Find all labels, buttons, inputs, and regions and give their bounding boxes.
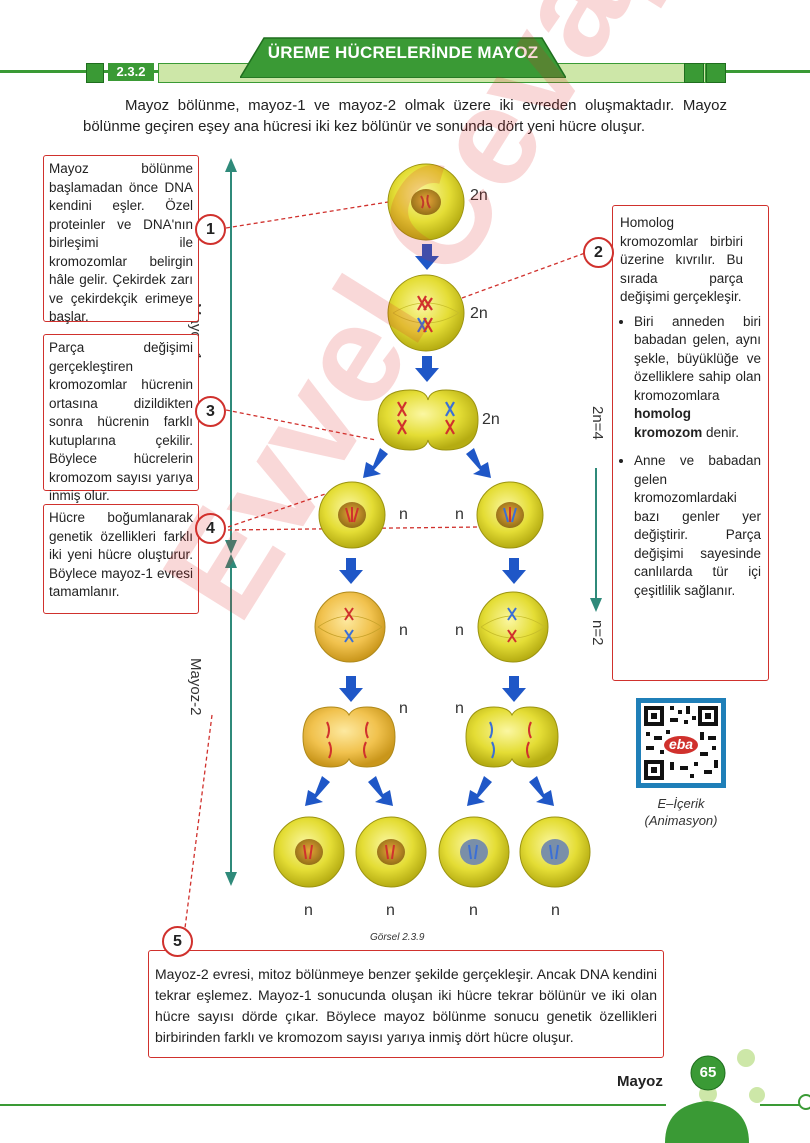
label-2n-c: 2n — [482, 411, 500, 428]
homolog-bullet-list: Biri anneden biri babadan gelen, aynı şe… — [620, 313, 761, 601]
title-banner — [240, 37, 566, 78]
cell-anaphase2-left — [302, 706, 396, 768]
callout-number-1: 1 — [195, 214, 226, 245]
daughter-cell-2 — [355, 816, 427, 888]
daughter-cell-3 — [438, 816, 510, 888]
homolog-bullet-1: Biri anneden biri babadan gelen, aynı şe… — [634, 313, 761, 443]
arrow-down-2 — [415, 356, 439, 382]
cell-metaphase2-right — [477, 591, 549, 663]
footer-rule-right — [760, 1104, 810, 1106]
figure-caption: Görsel 2.3.9 — [370, 932, 425, 943]
label-n-c: n — [399, 622, 408, 639]
cell-anaphase2-right — [465, 706, 559, 768]
page-title: ÜREME HÜCRELERİNDE MAYOZ — [267, 43, 539, 62]
label-2n4: 2n=4 — [589, 406, 606, 440]
label-n-e: n — [399, 700, 408, 717]
eba-logo-text: eba — [668, 736, 694, 752]
label-n-b: n — [455, 506, 464, 523]
callout-2-text: Homolog kromozomlar birbiri üzerine kıvr… — [620, 215, 743, 304]
section-number: 2.3.2 — [108, 63, 154, 81]
daughter-cell-1 — [273, 816, 345, 888]
leader-2 — [461, 252, 586, 299]
qr-caption-line2: (Animasyon) — [644, 813, 718, 828]
arrow-split-right — [466, 448, 491, 478]
arrow-r-left — [467, 776, 492, 806]
arrow-down-r2 — [502, 676, 526, 702]
qr-code — [636, 698, 726, 788]
chapter-name: Mayoz — [617, 1073, 663, 1090]
header-square-right — [706, 63, 726, 83]
qr-caption-line1: E–İçerik — [657, 796, 705, 811]
callout-box-2: Homolog kromozomlar birbiri üzerine kıvr… — [612, 205, 769, 681]
callout-box-1: Mayoz bölünme başlamadan önce DNA kendin… — [43, 155, 199, 324]
arrow-split-left — [363, 448, 388, 478]
cell-telophase1-left — [318, 481, 386, 549]
callout-box-5: Mayoz-2 evresi, mitoz bölünmeye benzer ş… — [148, 950, 664, 1058]
cell-prophase1 — [387, 274, 465, 352]
arrow-down-l2 — [339, 676, 363, 702]
cell-telophase1-right — [476, 481, 544, 549]
label-2n-a: 2n — [470, 187, 488, 204]
label-n-d: n — [455, 622, 464, 639]
page-number: 65 — [699, 1064, 717, 1081]
callout-box-4: Hücre boğumlanarak genetik özellikleri f… — [43, 504, 199, 614]
arrow-l-left — [305, 776, 330, 806]
homolog-bullet-2: Anne ve babadan gelen kromozomlardaki ba… — [634, 452, 761, 600]
footer-rule — [0, 1104, 666, 1106]
label-mayoz2: Mayoz-2 — [187, 658, 204, 716]
label-n-j: n — [551, 902, 560, 919]
arrow-down-1 — [415, 244, 439, 270]
callout-number-3: 3 — [195, 396, 226, 427]
header-square-right-2 — [684, 63, 704, 83]
label-n-f: n — [455, 700, 464, 717]
label-n-a: n — [399, 506, 408, 523]
label-n-g: n — [304, 902, 313, 919]
cell-interphase — [387, 163, 465, 241]
leader-1 — [225, 201, 389, 229]
cell-anaphase1 — [377, 389, 479, 451]
intro-paragraph: Mayoz bölünme, mayoz-1 ve mayoz-2 olmak … — [83, 97, 727, 135]
label-n-i: n — [469, 902, 478, 919]
arrow-down-r1 — [502, 558, 526, 584]
cell-metaphase2-left — [314, 591, 386, 663]
label-n2: n=2 — [589, 620, 606, 646]
callout-number-5: 5 — [162, 926, 193, 957]
footer-flask-decoration — [665, 1049, 810, 1143]
arrow-r-right — [529, 776, 554, 806]
header-square-left — [86, 63, 104, 83]
callout-number-2: 2 — [583, 237, 614, 268]
leader-5 — [184, 714, 213, 929]
daughter-cell-4 — [519, 816, 591, 888]
label-n-h: n — [386, 902, 395, 919]
leader-3 — [225, 409, 377, 441]
leader-4a — [227, 487, 344, 528]
qr-caption: E–İçerik (Animasyon) — [628, 795, 734, 829]
arrow-l-right — [368, 776, 393, 806]
callout-number-4: 4 — [195, 513, 226, 544]
arrow-down-l1 — [339, 558, 363, 584]
label-2n-b: 2n — [470, 305, 488, 322]
callout-box-3: Parça değişimi gerçekleştiren kromozomla… — [43, 334, 199, 503]
